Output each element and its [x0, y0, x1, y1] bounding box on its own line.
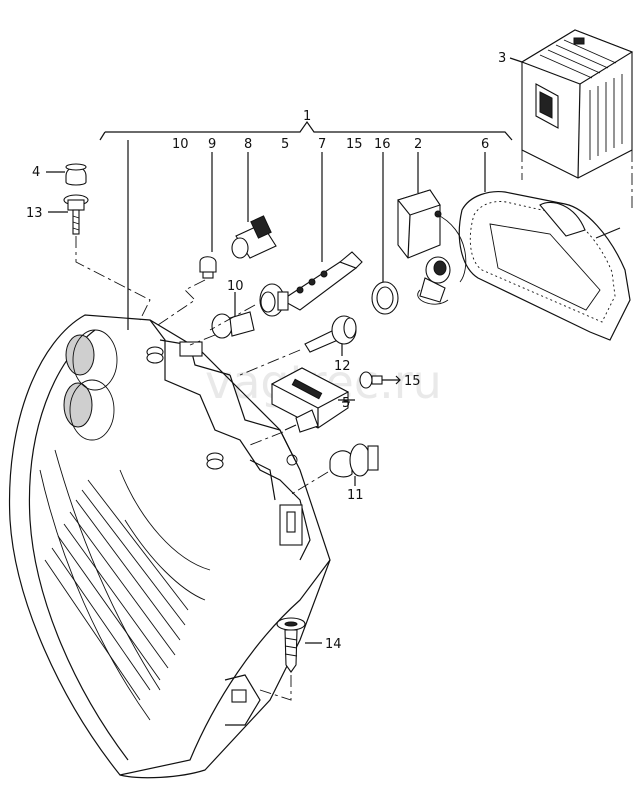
part-3-ballast-unit — [509, 29, 634, 210]
callout-4: 4 — [32, 165, 40, 180]
part-5-leveling-motor — [249, 367, 350, 446]
callout-16: 16 — [374, 137, 391, 152]
callout-3: 3 — [498, 51, 506, 66]
part-4-cap — [46, 163, 87, 186]
callout-6: 6 — [481, 137, 489, 152]
callout-13: 13 — [26, 206, 43, 221]
headlight-housing — [8, 314, 331, 779]
part-15-screw — [359, 371, 401, 389]
part-11-bulb — [289, 443, 379, 496]
part-6-gasket — [458, 152, 631, 341]
part-13-screw — [48, 194, 151, 321]
callout-5-motor: 5 — [342, 396, 350, 411]
callout-5-top: 5 — [281, 137, 289, 152]
part-8-bulb-socket — [231, 152, 277, 259]
callout-1: 1 — [303, 109, 311, 124]
part-14-screw — [259, 617, 322, 701]
part-12-main-bulb — [239, 315, 357, 376]
part-16-retaining-ring — [371, 152, 399, 315]
callout-11: 11 — [347, 488, 364, 503]
callout-15-top: 15 — [346, 137, 363, 152]
part-9-side-bulb — [157, 152, 217, 326]
part-7-bulb-holder — [209, 152, 363, 331]
callout-7: 7 — [318, 137, 326, 152]
adjuster-spring-lower — [206, 452, 224, 470]
callout-2: 2 — [414, 137, 422, 152]
part-2-ignitor-unit — [397, 152, 467, 305]
callout-8: 8 — [244, 137, 252, 152]
adjuster-spring-upper — [146, 346, 164, 364]
callout-14: 14 — [325, 637, 342, 652]
callout-10-top: 10 — [172, 137, 189, 152]
callout-15-screw: 15 — [404, 374, 421, 389]
part-10-indicator-bulb — [189, 292, 255, 346]
callout-12: 12 — [334, 359, 351, 374]
callout-9: 9 — [208, 137, 216, 152]
callout-10-bulb: 10 — [227, 279, 244, 294]
